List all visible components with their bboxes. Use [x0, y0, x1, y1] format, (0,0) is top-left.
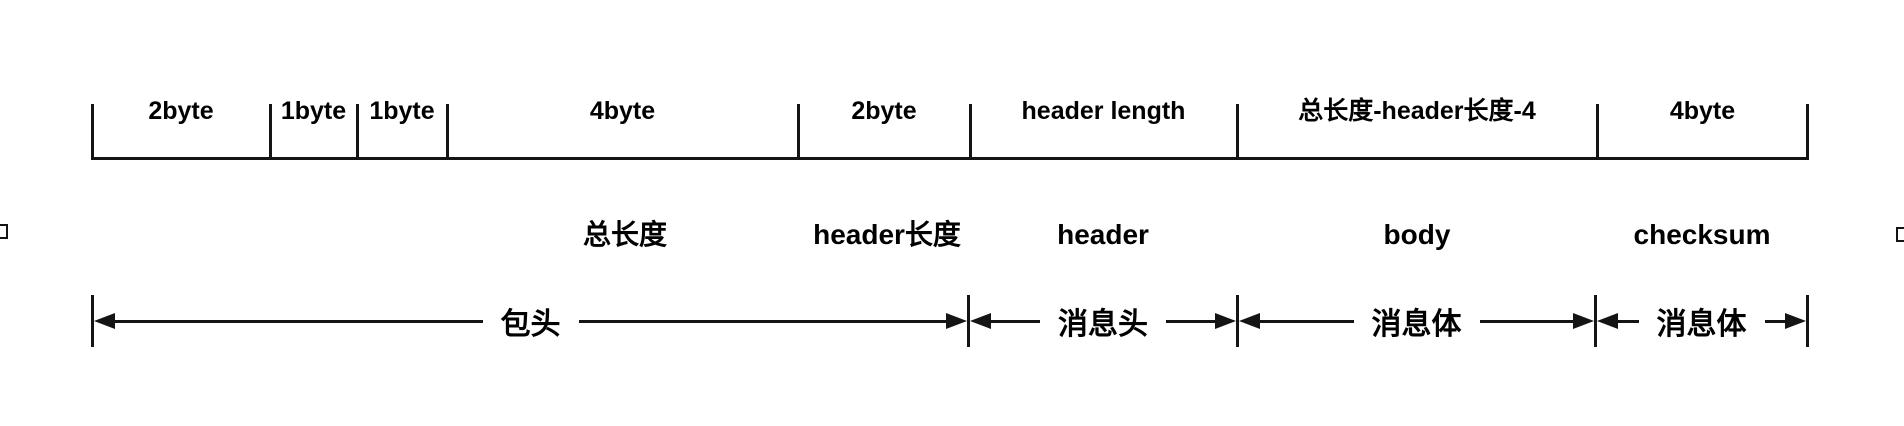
arrow-right-icon [1573, 313, 1594, 329]
field-name-label: checksum [1633, 219, 1771, 250]
arrow-right-icon [946, 313, 967, 329]
arrow-right-icon [1215, 313, 1236, 329]
section-boundary-bar [1806, 295, 1809, 347]
scale-tick [969, 104, 972, 160]
dimension-line [1166, 319, 1215, 323]
arrow-left-icon [1597, 313, 1618, 329]
clipped-glyph-right [1896, 227, 1904, 242]
scale-tick [269, 104, 272, 160]
scale-tick [356, 104, 359, 160]
byte-scale-baseline [92, 157, 1808, 160]
field-size-label: header length [1021, 97, 1186, 125]
dimension-line [1618, 319, 1639, 323]
section-boundary-bar [1594, 295, 1597, 347]
dimension-line [991, 319, 1040, 323]
dimension-line [115, 319, 483, 323]
field-name-label: 总长度 [582, 219, 668, 250]
arrow-left-icon [970, 313, 991, 329]
field-size-label: 4byte [589, 97, 656, 125]
dimension-line [1260, 319, 1354, 323]
field-size-label: 1byte [369, 97, 435, 125]
section-dimension: 消息头 [970, 295, 1236, 347]
scale-tick [446, 104, 449, 160]
dimension-line [1764, 319, 1785, 323]
field-size-label: 1byte [280, 97, 347, 125]
field-size-label: 4byte [1669, 97, 1736, 125]
section-boundary-bar [967, 295, 970, 347]
section-boundary-bar [91, 295, 94, 347]
scale-tick [91, 104, 94, 160]
dimension-line [1479, 319, 1573, 323]
arrow-left-icon [94, 313, 115, 329]
dimension-line [578, 319, 946, 323]
field-size-label: 2byte [148, 97, 214, 125]
section-label: 消息体 [1656, 308, 1747, 341]
section-label: 消息体 [1371, 308, 1462, 341]
section-boundary-bar [1236, 295, 1239, 347]
scale-tick [1236, 104, 1239, 160]
arrow-left-icon [1239, 313, 1260, 329]
scale-tick [1806, 104, 1809, 160]
field-name-label: header长度 [813, 219, 961, 250]
field-name-label: body [1383, 219, 1451, 250]
section-dimension: 消息体 [1239, 295, 1594, 347]
field-size-label: 2byte [851, 97, 917, 125]
clipped-glyph-left [0, 224, 8, 239]
section-label: 包头 [500, 308, 561, 341]
field-size-label: 总长度-header长度-4 [1298, 97, 1536, 125]
scale-tick [797, 104, 800, 160]
section-label: 消息头 [1058, 308, 1148, 341]
section-dimension: 消息体 [1597, 295, 1806, 347]
section-dimension: 包头 [94, 295, 967, 347]
scale-tick [1596, 104, 1599, 160]
field-name-label: header [1057, 219, 1149, 250]
arrow-right-icon [1785, 313, 1806, 329]
